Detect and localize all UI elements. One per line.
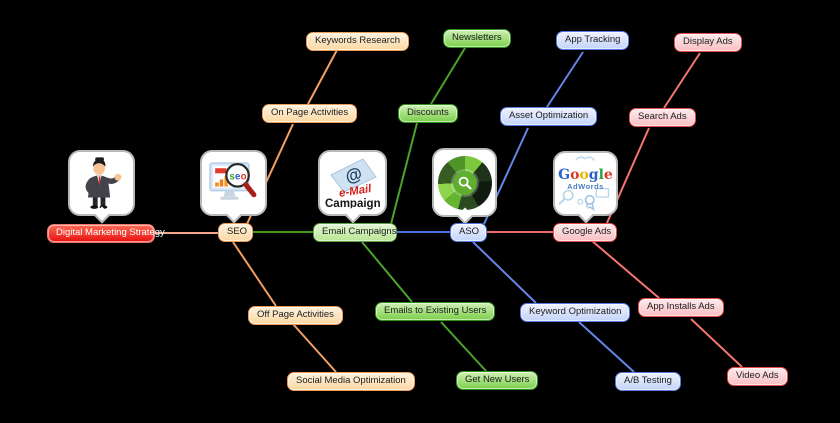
- businessman-icon: [70, 152, 133, 214]
- google-letter: o: [570, 167, 580, 183]
- connector-keywords-onpage: [307, 49, 338, 105]
- connector-google-appinstalls: [590, 239, 660, 299]
- email-campaign-icon: @ e-Mail Campaign: [320, 152, 385, 214]
- subtopic-search-ads[interactable]: Search Ads: [629, 108, 696, 127]
- node-seo[interactable]: SEO: [218, 223, 253, 242]
- seo-letter-s: s: [229, 171, 234, 182]
- connector-newsletters-discounts: [430, 47, 466, 105]
- subtopic-on-page-activities[interactable]: On Page Activities: [262, 104, 358, 123]
- email-at-symbol: @: [342, 163, 364, 186]
- google-letter: e: [603, 167, 613, 183]
- aso-analytics-wheel-icon: [434, 150, 495, 215]
- magnifier-icon: [458, 176, 472, 190]
- connector-email-existingusers: [361, 241, 413, 303]
- google-logo-text: Google: [555, 167, 616, 183]
- root-node-digital-marketing-strategy[interactable]: Digital Marketing Strategy: [47, 224, 165, 243]
- node-email-campaigns[interactable]: Email Campaigns: [313, 223, 397, 242]
- seo-letter-o: o: [240, 171, 246, 182]
- subtopic-ab-testing[interactable]: A/B Testing: [615, 372, 681, 391]
- subtopic-emails-to-existing-users[interactable]: Emails to Existing Users: [375, 302, 496, 321]
- connector-existingusers-newusers: [440, 321, 487, 372]
- connector-offpage-socialmedia: [292, 323, 337, 373]
- subtopic-keyword-optimization[interactable]: Keyword Optimization: [520, 303, 631, 322]
- subtopic-app-tracking[interactable]: App Tracking: [556, 31, 630, 50]
- subtopic-app-installs-ads[interactable]: App Installs Ads: [638, 298, 724, 317]
- subtopic-social-media-optimization[interactable]: Social Media Optimization: [287, 372, 415, 391]
- email-line2-text: Campaign: [325, 198, 381, 210]
- subtopic-discounts[interactable]: Discounts: [398, 104, 458, 123]
- subtopic-display-ads[interactable]: Display Ads: [674, 33, 742, 52]
- aso-node-image[interactable]: [432, 148, 497, 217]
- connector-keywordopt-abtesting: [578, 321, 635, 373]
- seo-search-monitor-icon: s e o: [202, 152, 265, 214]
- google-ads-node-image[interactable]: Google AdWords: [553, 151, 618, 216]
- node-google-ads[interactable]: Google Ads: [553, 223, 617, 242]
- node-aso[interactable]: ASO: [450, 223, 487, 242]
- root-node-image[interactable]: [68, 150, 135, 216]
- seo-node-image[interactable]: s e o: [200, 150, 267, 216]
- connector-apptracking-assetopt: [546, 51, 584, 108]
- email-node-image[interactable]: @ e-Mail Campaign: [318, 150, 387, 216]
- google-adwords-icon: Google AdWords: [555, 153, 616, 214]
- google-letter: o: [579, 167, 589, 183]
- seo-letter-e: e: [235, 171, 241, 182]
- google-letter: g: [588, 167, 599, 183]
- subtopic-off-page-activities[interactable]: Off Page Activities: [248, 306, 343, 325]
- subtopic-get-new-users[interactable]: Get New Users: [456, 371, 539, 390]
- subtopic-asset-optimization[interactable]: Asset Optimization: [500, 107, 598, 126]
- subtopic-keywords-research[interactable]: Keywords Research: [306, 32, 410, 51]
- subtopic-newsletters[interactable]: Newsletters: [443, 29, 511, 48]
- adwords-doodles: [558, 156, 610, 211]
- connector-appinstalls-videoads: [690, 318, 743, 368]
- connector-discounts-email: [390, 122, 418, 225]
- connector-seo-offpage: [232, 241, 277, 307]
- connector-displayads-searchads: [663, 52, 701, 109]
- subtopic-video-ads[interactable]: Video Ads: [727, 367, 788, 386]
- connector-aso-keywordopt: [472, 241, 537, 304]
- adwords-subtext: AdWords: [567, 182, 604, 191]
- google-letter: G: [558, 167, 571, 183]
- google-letter: l: [598, 167, 604, 183]
- email-line1-text: e-Mail: [338, 183, 373, 200]
